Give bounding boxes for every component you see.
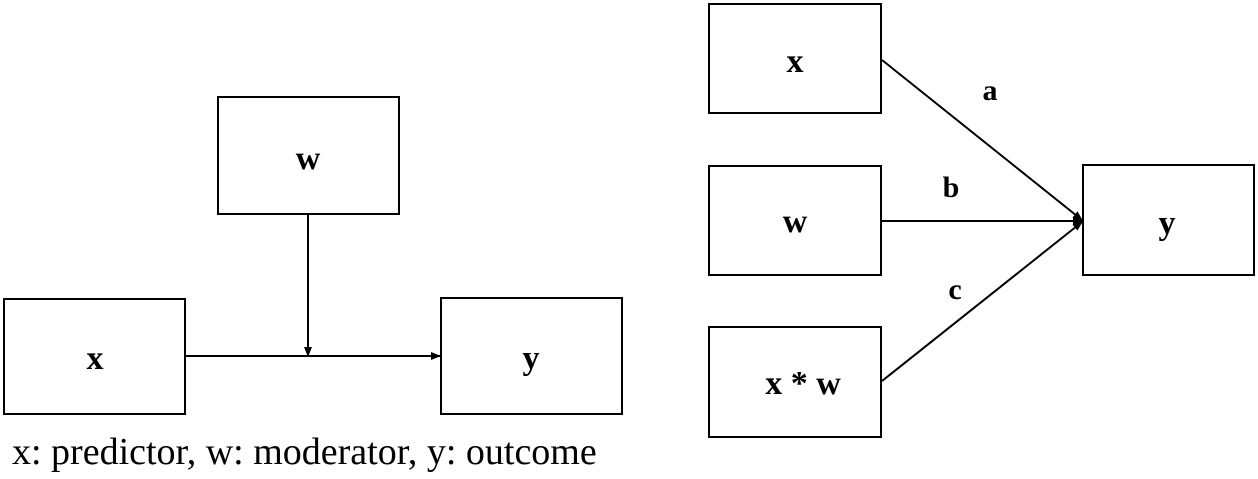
node-x-right: x bbox=[708, 3, 882, 114]
conceptual-model: w x y bbox=[3, 96, 623, 415]
node-y-left: y bbox=[440, 297, 623, 415]
node-xw-right-label: x * w bbox=[765, 365, 841, 402]
node-y-label: y bbox=[523, 340, 540, 377]
diagram-caption: x: predictor, w: moderator, y: outcome bbox=[12, 431, 597, 473]
node-w-right-label: w bbox=[783, 203, 808, 240]
statistical-model: a b c x w x * w y bbox=[708, 3, 1255, 438]
node-x-right-label: x bbox=[787, 43, 804, 80]
node-w-left: w bbox=[217, 96, 400, 215]
edge-c-xw-to-y bbox=[881, 221, 1083, 382]
node-y-right: y bbox=[1082, 164, 1255, 276]
node-xw-right: x * w bbox=[708, 326, 882, 438]
node-y-right-label: y bbox=[1159, 205, 1176, 242]
node-w-label: w bbox=[296, 140, 321, 177]
path-label-a: a bbox=[983, 74, 998, 107]
path-label-c: c bbox=[948, 273, 961, 306]
node-w-right: w bbox=[708, 165, 882, 276]
node-x-left: x bbox=[3, 298, 186, 415]
edge-a-x-to-y bbox=[881, 59, 1083, 221]
path-label-b: b bbox=[943, 171, 960, 204]
node-x-label: x bbox=[87, 340, 104, 377]
